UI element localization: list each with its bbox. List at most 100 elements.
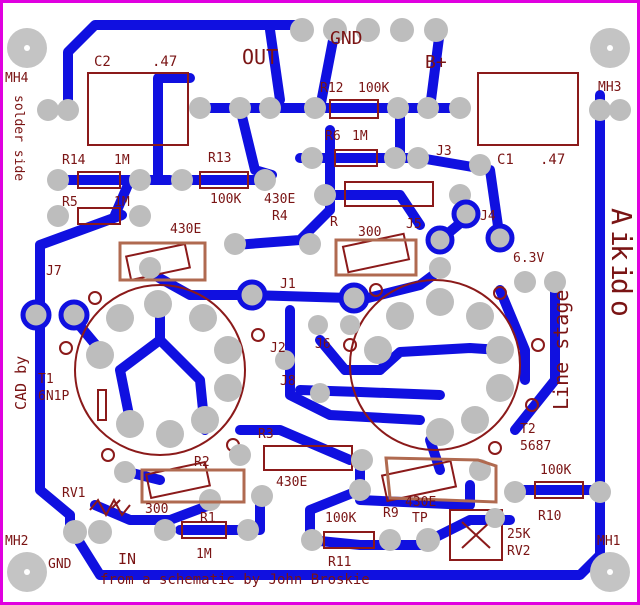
label-r4-top-value: 430E	[170, 222, 201, 237]
t1-pad-8	[116, 410, 144, 438]
label-r9-value: 430E	[405, 495, 436, 510]
title-letter-d: d	[605, 278, 638, 295]
trace-gnd-top	[315, 25, 340, 113]
t2-pad-5	[486, 374, 514, 402]
label-mh3: MH3	[598, 80, 621, 95]
trace-t1-top	[140, 265, 255, 300]
label-c2-value: .47	[152, 54, 177, 70]
t1-outline	[74, 284, 246, 456]
t1-pin9	[59, 341, 73, 355]
r5-body	[77, 207, 121, 225]
t2-pin8	[369, 283, 383, 297]
trace-j3	[415, 153, 505, 245]
t1-pad-2	[144, 290, 172, 318]
markup-r-center	[334, 238, 418, 277]
label-c1-ref: C1	[497, 152, 514, 168]
rv2-outline	[449, 509, 503, 561]
pad-c2-b	[37, 99, 59, 121]
pad-r14-b	[129, 169, 151, 191]
label-mh4: MH4	[5, 71, 29, 86]
markup-annotations	[118, 238, 498, 504]
trace-c2-down	[153, 73, 195, 185]
title-letter-k: k	[605, 244, 638, 261]
pad-r9-a	[349, 479, 371, 501]
t2-pad-4	[486, 336, 514, 364]
pad-tp	[416, 528, 440, 552]
label-rv2-value: 25K	[507, 527, 531, 542]
r1-body	[181, 521, 227, 539]
r12-body	[329, 99, 379, 119]
t1-pad-9	[86, 341, 114, 369]
label-bplus: B+	[425, 52, 447, 73]
title-letter-a: A	[605, 208, 638, 225]
pad-j7-b	[58, 299, 90, 331]
t1-pin8	[88, 291, 102, 305]
markup-r9	[384, 456, 498, 504]
pad-j6-b	[340, 315, 360, 335]
label-mh1: MH1	[597, 534, 620, 549]
c1-outline	[477, 72, 579, 146]
r10-body	[534, 481, 584, 499]
r2-body	[144, 460, 212, 500]
rv1-zigzag	[89, 497, 131, 518]
label-t1-ref: T1	[38, 372, 54, 387]
pad-r2-b	[251, 485, 273, 507]
label-r14-ref: R14	[62, 153, 86, 168]
t2-pin3	[488, 441, 502, 455]
t1-pad-6	[191, 406, 219, 434]
pad-c2-d	[229, 97, 251, 119]
t1-pad-7	[156, 420, 184, 448]
pad-j4-b	[485, 223, 515, 253]
label-gnd-bottom: GND	[48, 557, 72, 572]
r11-body	[323, 531, 375, 549]
pad-top-3	[356, 18, 380, 42]
label-r6-value: 1M	[352, 129, 368, 144]
trace-r11b	[305, 485, 365, 540]
pad-c2-c	[189, 97, 211, 119]
trace-r-center	[230, 125, 335, 250]
pad-top-4	[390, 18, 414, 42]
markup-r4	[118, 241, 207, 282]
pad-c2-a	[57, 99, 79, 121]
label-t2-ref: T2	[520, 422, 536, 437]
t1-key	[97, 389, 107, 421]
pad-r5-a	[47, 205, 69, 227]
trace-heater2	[510, 280, 560, 435]
trace-rv1	[90, 500, 215, 525]
label-r10-ref: R10	[538, 509, 561, 524]
t2-pad-9	[364, 336, 392, 364]
trace-t2-bottom	[425, 435, 445, 475]
label-credit-bottom: from a schematic by John Broskie	[100, 572, 370, 588]
trace-out	[265, 25, 285, 105]
pad-c1-c	[589, 99, 611, 121]
pad-rc-b	[429, 257, 451, 279]
label-r10-value: 100K	[540, 463, 571, 478]
t2-pin9	[493, 286, 507, 300]
label-r1-ref: R1	[200, 511, 216, 526]
pad-c2-e	[259, 97, 281, 119]
pad-r1-a	[154, 519, 176, 541]
pad-c1-a	[417, 97, 439, 119]
r9-body	[380, 459, 458, 503]
pad-r8-a	[314, 184, 336, 206]
t1-center	[157, 367, 163, 373]
label-r5-ref: R5	[62, 195, 78, 210]
t1-pin5	[251, 328, 265, 342]
t2-pad-2	[426, 288, 454, 316]
label-j5: J5	[406, 217, 422, 232]
pad-j1-b	[338, 282, 370, 314]
trace-t1-r3	[235, 425, 355, 465]
pad-j6-a	[308, 315, 328, 335]
t2-pin5	[531, 338, 545, 352]
r6-body	[334, 149, 378, 167]
t2-pin4	[525, 398, 539, 412]
label-j2: J2	[270, 341, 286, 356]
pad-r2-a	[114, 461, 136, 483]
label-c2-ref: C2	[94, 54, 111, 70]
pad-rv2-a	[485, 508, 505, 528]
label-t2-type: 5687	[520, 439, 551, 454]
t1-pad-4	[214, 336, 242, 364]
t2-pin6	[343, 338, 357, 352]
